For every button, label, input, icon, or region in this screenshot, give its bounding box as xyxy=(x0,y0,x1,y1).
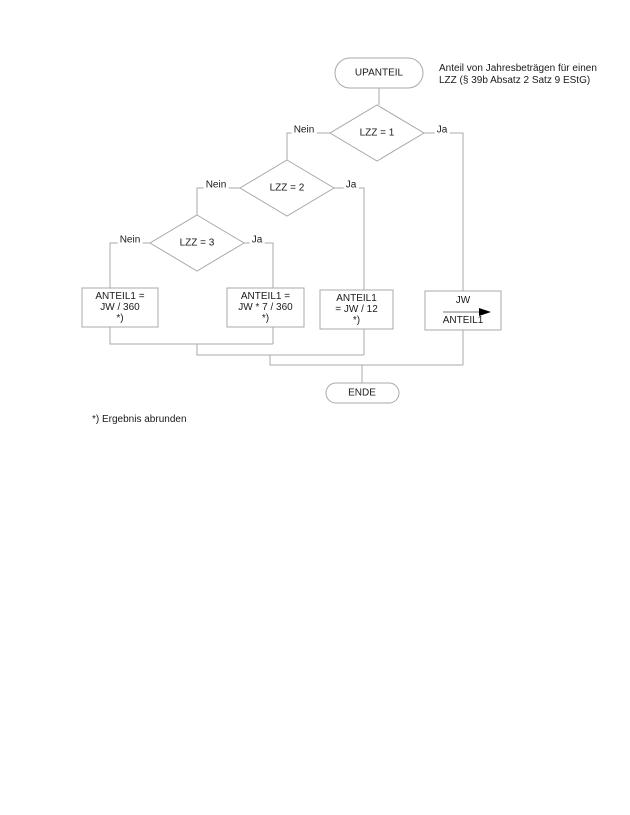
process-2-line-1: ANTEIL1 = xyxy=(240,291,291,302)
edge-d3-no xyxy=(109,242,150,288)
process-3-line-3: *) xyxy=(352,315,361,326)
process-box-2-label: ANTEIL1 = JW * 7 / 360 *) xyxy=(227,288,304,327)
process-box-1-label: ANTEIL1 = JW / 360 *) xyxy=(82,288,158,327)
edge-merge-1 xyxy=(196,344,364,356)
process-1-line-2: JW / 360 xyxy=(100,302,140,313)
annotation-line-1: Anteil von Jahresbeträgen für einen xyxy=(439,63,597,74)
annotation-line-2: LZZ (§ 39b Absatz 2 Satz 9 EStG) xyxy=(439,74,591,86)
decision-lzz-1 xyxy=(329,104,425,162)
assign-from-label: JW xyxy=(455,295,471,306)
process-3-line-2: = JW / 12 xyxy=(335,304,378,315)
edge-d2-yes xyxy=(334,187,365,290)
d1-no-label: Nein xyxy=(291,124,317,136)
d2-yes-label: Ja xyxy=(343,179,359,191)
process-box-4 xyxy=(424,290,502,331)
assign-arrowhead-icon xyxy=(479,308,491,316)
decision-lzz-2-label: LZZ = 2 xyxy=(269,182,305,194)
d1-yes-label: Ja xyxy=(434,124,450,136)
process-box-3 xyxy=(319,289,394,330)
edge-d3-yes xyxy=(244,242,274,288)
assign-to-label: ANTEIL1 xyxy=(442,315,484,326)
process-box-2 xyxy=(226,287,305,328)
edge-p1-out xyxy=(109,327,273,345)
decision-lzz-3-label: LZZ = 3 xyxy=(179,237,215,249)
start-terminator xyxy=(334,57,424,89)
process-3-line-1: ANTEIL1 xyxy=(336,293,377,304)
edge-d2-no xyxy=(196,187,240,215)
footnote: *) Ergebnis abrunden xyxy=(92,414,187,425)
d2-no-label: Nein xyxy=(203,179,229,191)
edge-d1-no xyxy=(286,132,330,160)
process-box-1 xyxy=(81,287,159,328)
end-label: ENDE xyxy=(348,387,376,399)
start-label: UPANTEIL xyxy=(354,67,404,79)
end-terminator xyxy=(325,382,400,404)
edge-d1-yes xyxy=(424,132,464,291)
process-2-line-3: *) xyxy=(261,313,270,324)
decision-lzz-3 xyxy=(149,214,245,272)
edge-merge-2 xyxy=(269,355,463,366)
d3-no-label: Nein xyxy=(117,234,143,246)
process-box-4-label: JW ANTEIL1 xyxy=(425,291,501,330)
annotation-note: Anteil von Jahresbeträgen für einen LZZ … xyxy=(439,63,597,86)
decision-lzz-2 xyxy=(239,159,335,217)
process-box-3-label: ANTEIL1 = JW / 12 *) xyxy=(320,290,393,329)
process-2-line-2: JW * 7 / 360 xyxy=(238,302,293,313)
process-1-line-3: *) xyxy=(116,313,124,324)
process-1-line-1: ANTEIL1 = xyxy=(95,291,145,302)
d3-yes-label: Ja xyxy=(249,234,265,246)
decision-lzz-1-label: LZZ = 1 xyxy=(359,127,395,139)
